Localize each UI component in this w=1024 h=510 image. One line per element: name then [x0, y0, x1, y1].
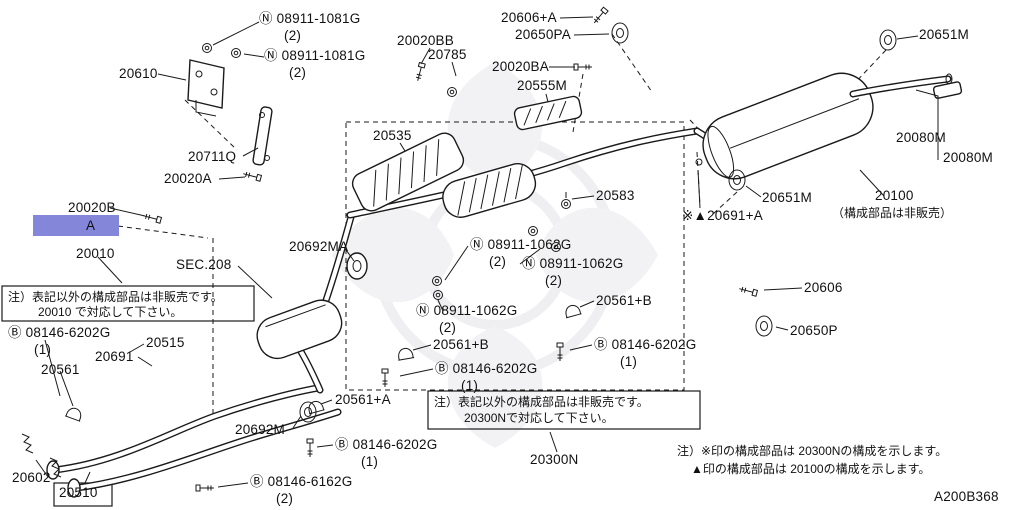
- note-boxes: [1, 285, 701, 507]
- dashed-group-lines: [117, 33, 887, 420]
- highlighted-part-marker: [33, 215, 119, 236]
- front-pipe-drawing: [46, 384, 342, 498]
- exhaust-artwork: [21, 6, 963, 498]
- rear-muffler-drawing: [693, 72, 963, 180]
- leader-lines: [35, 16, 939, 488]
- watermark: [332, 62, 658, 448]
- hardware-drawing: [21, 6, 897, 492]
- center-muffler-drawing: [256, 213, 368, 423]
- mid-pipe-drawing: [346, 95, 701, 219]
